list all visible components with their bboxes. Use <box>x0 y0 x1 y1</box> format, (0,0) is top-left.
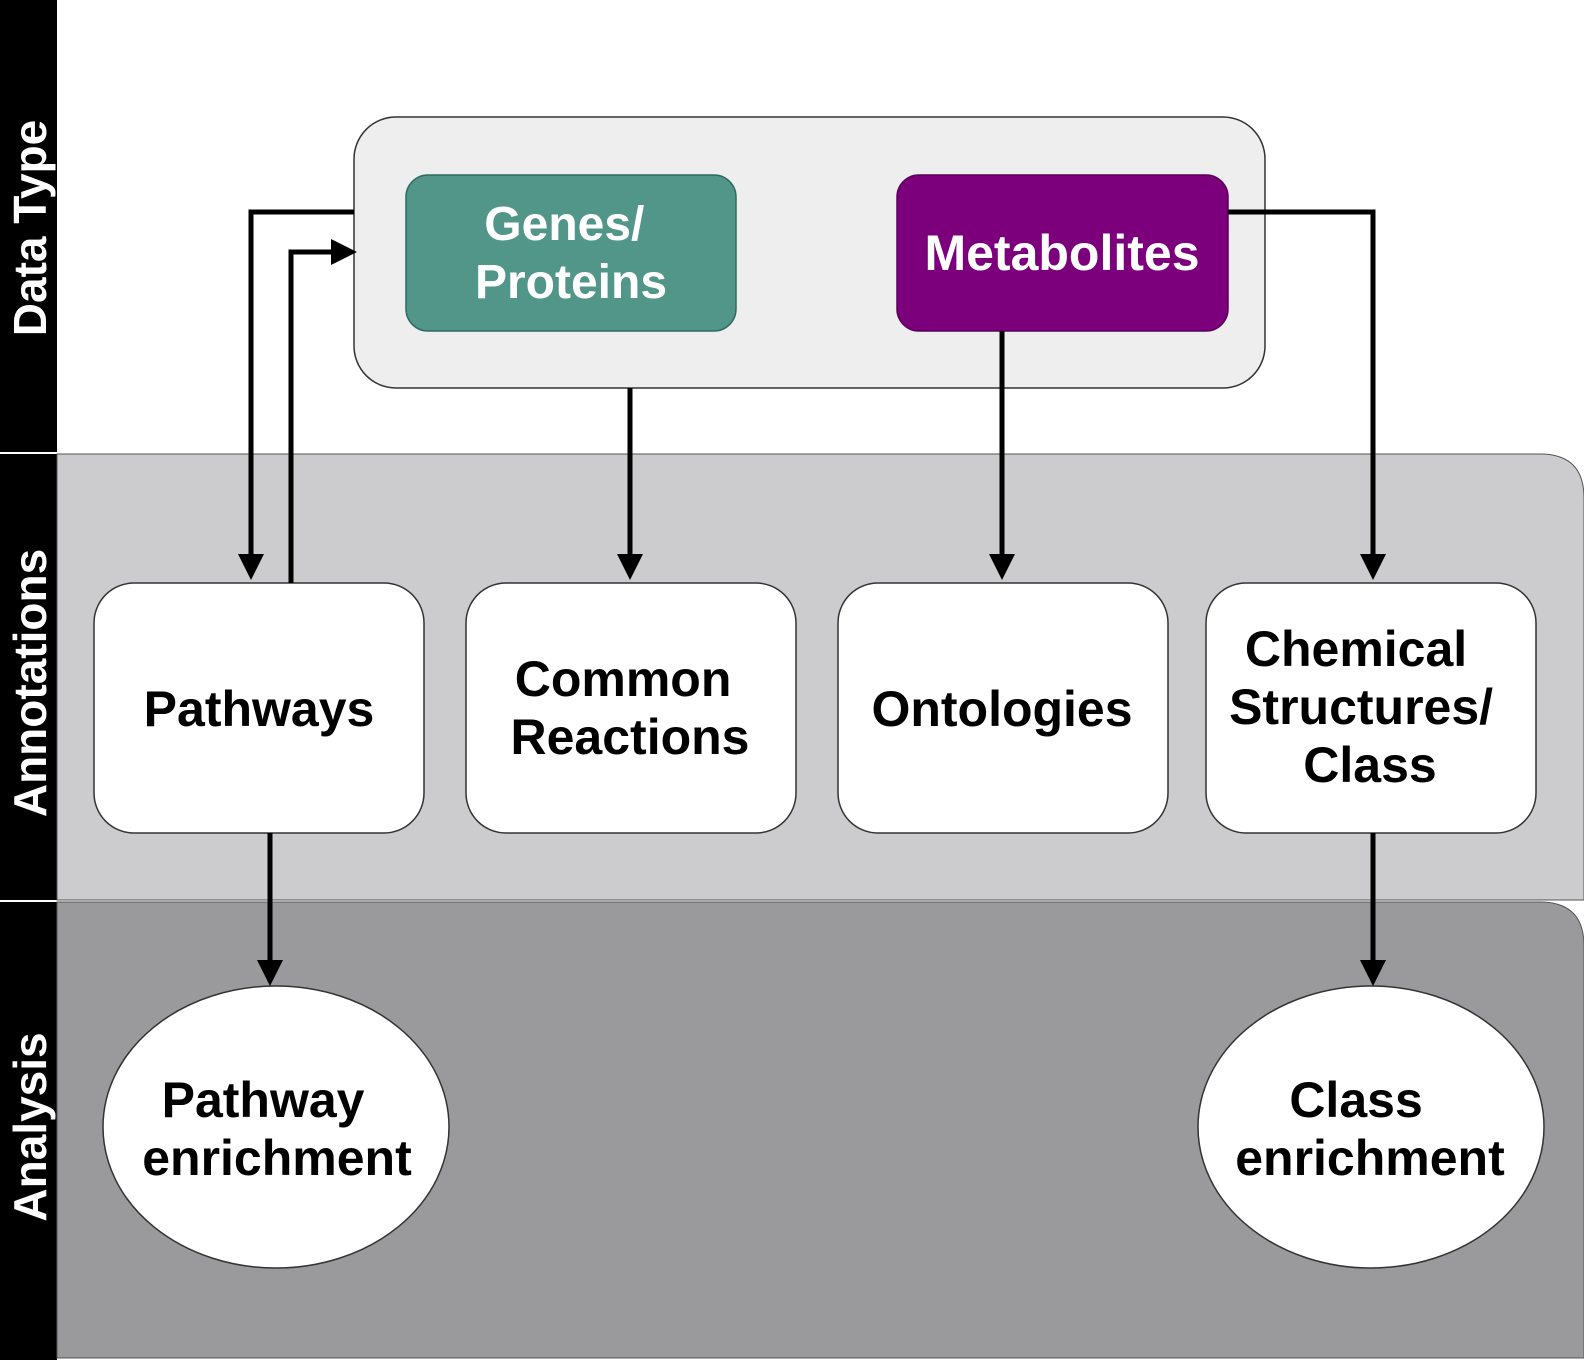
annotation-node-common-reactions[interactable] <box>465 582 797 834</box>
lane-label-annotations: Annotations <box>4 549 56 817</box>
lane-bar-data-type <box>0 0 57 452</box>
annotations-band <box>56 453 1584 901</box>
lane-label-analysis: Analysis <box>4 1032 56 1221</box>
arrowhead-metabolites-to-chemical-structures <box>1360 554 1386 580</box>
annotation-label-chemical-structures-class: Chemical Structures/ Class <box>1229 621 1507 793</box>
arrow-metabolites-to-chemical-structures <box>1228 209 1376 560</box>
metabolites-label: Metabolites <box>924 225 1199 281</box>
annotation-label-ontologies: Ontologies <box>871 681 1132 737</box>
annotation-label-pathways: Pathways <box>144 681 375 737</box>
arrow-data-type-to-pathways <box>248 209 354 560</box>
analysis-node-class-enrichment[interactable] <box>1197 985 1545 1269</box>
lane-bar-annotations <box>0 454 57 900</box>
analysis-band <box>56 901 1584 1359</box>
annotation-node-pathways[interactable] <box>93 582 425 834</box>
annotation-label-common-reactions: Common Reactions <box>511 651 750 765</box>
analysis-node-pathway-enrichment[interactable] <box>102 985 450 1269</box>
arrowhead-data-type-to-common-reactions <box>617 554 643 580</box>
annotation-node-ontologies[interactable] <box>837 582 1169 834</box>
arrow-pathways-to-data-type <box>288 249 337 583</box>
arrowhead-pathways-to-data-type <box>331 239 357 265</box>
genes-proteins-node[interactable] <box>405 174 737 332</box>
analysis-label-pathway-enrichment: Pathway enrichment <box>142 1072 412 1186</box>
genes-proteins-label: Genes/ Proteins <box>475 198 667 309</box>
arrowhead-metabolites-to-ontologies <box>989 554 1015 580</box>
lane-bar-analysis <box>0 902 57 1360</box>
arrowhead-pathways-to-pathway-enrichment <box>257 960 283 986</box>
metabolites-node[interactable] <box>896 174 1229 332</box>
analysis-label-class-enrichment: Class enrichment <box>1235 1072 1505 1186</box>
arrowhead-chemical-structures-to-class-enrichment <box>1360 960 1386 986</box>
arrowhead-data-type-to-pathways <box>238 554 264 580</box>
lane-label-data-type: Data Type <box>4 120 56 336</box>
